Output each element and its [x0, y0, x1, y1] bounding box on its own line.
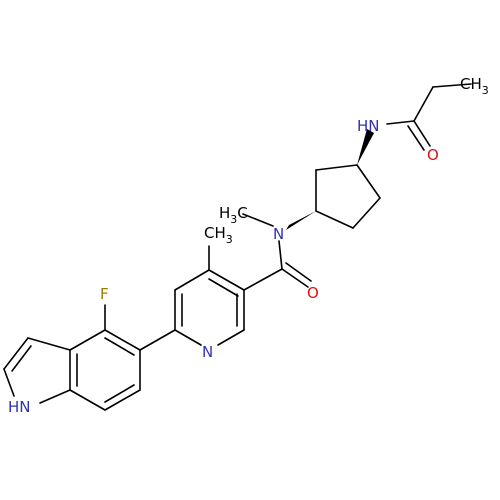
bond-bz-c7a-c7	[69, 389, 106, 411]
bond-cp-c1-c2	[315, 164, 358, 171]
bond-py-n-c2	[217, 329, 245, 346]
bond-bz-c5-c4	[104, 329, 141, 351]
wedge-bond-nh	[357, 129, 374, 165]
bond-n-carbonyl	[278, 240, 283, 270]
atom-label-ch3-ring: CH3	[204, 224, 233, 246]
atom-label-nh-amide: HN	[357, 117, 380, 135]
atom-label-n-pyridine: N	[202, 343, 213, 361]
atom-label-h3c-n: H3C	[219, 204, 248, 226]
bond-cp-c3-c4	[315, 210, 354, 229]
bond-py-c4-c5	[174, 269, 210, 291]
bond-lines	[3, 83, 472, 411]
bond-carbonyl-o-1	[413, 120, 431, 147]
atom-label-nh-indole: HN	[8, 398, 31, 416]
bond-amide-o-2	[285, 262, 312, 282]
atom-label-fluorine: F	[100, 285, 109, 303]
bond-pyrrole-c3a-c3	[27, 337, 71, 351]
bond-pyrrole-c2-n	[3, 368, 15, 397]
wedge-bond-n	[286, 211, 316, 230]
atom-label-o-amide-mid: O	[307, 284, 319, 302]
bond-ch3-ch2	[432, 83, 472, 88]
bond-carbonyl-pyridine	[243, 268, 283, 291]
bond-amide-o-1	[281, 268, 309, 288]
bond-py-c6-n	[174, 329, 202, 346]
bond-py-c3-c4-inner	[208, 278, 239, 297]
bond-pyridine-indole	[139, 329, 176, 351]
atom-label-ch3-top: CH3	[460, 75, 489, 97]
bond-pyrrole-n-c7a	[39, 389, 71, 404]
atom-labels: CH3 HN O H3C N CH3 O F N HN	[8, 75, 489, 416]
bond-cp-c5-c1	[356, 164, 381, 199]
bond-carbonyl-o-2	[407, 125, 425, 151]
bond-h3c-n	[242, 213, 274, 227]
stereo-wedges	[286, 129, 374, 230]
atom-label-n-methyl: N	[273, 225, 284, 243]
bond-pyrrole-c3-c2	[3, 337, 29, 370]
bond-bz-c7-c6-inner	[104, 384, 135, 403]
bond-cp-c4-c5	[352, 197, 381, 229]
bond-bz-c5-c4-inner	[104, 337, 135, 356]
bond-bz-c4-c3a	[69, 329, 106, 351]
bond-ch2-carbonyl	[413, 86, 434, 122]
bond-pyrrole-c3-c2-inner	[11, 345, 32, 372]
bond-bz-c7-c6	[104, 389, 141, 411]
bond-py-c3-c4	[208, 269, 245, 291]
bond-carbonyl-nh	[386, 120, 415, 125]
atom-label-o-amide-top: O	[427, 146, 439, 164]
